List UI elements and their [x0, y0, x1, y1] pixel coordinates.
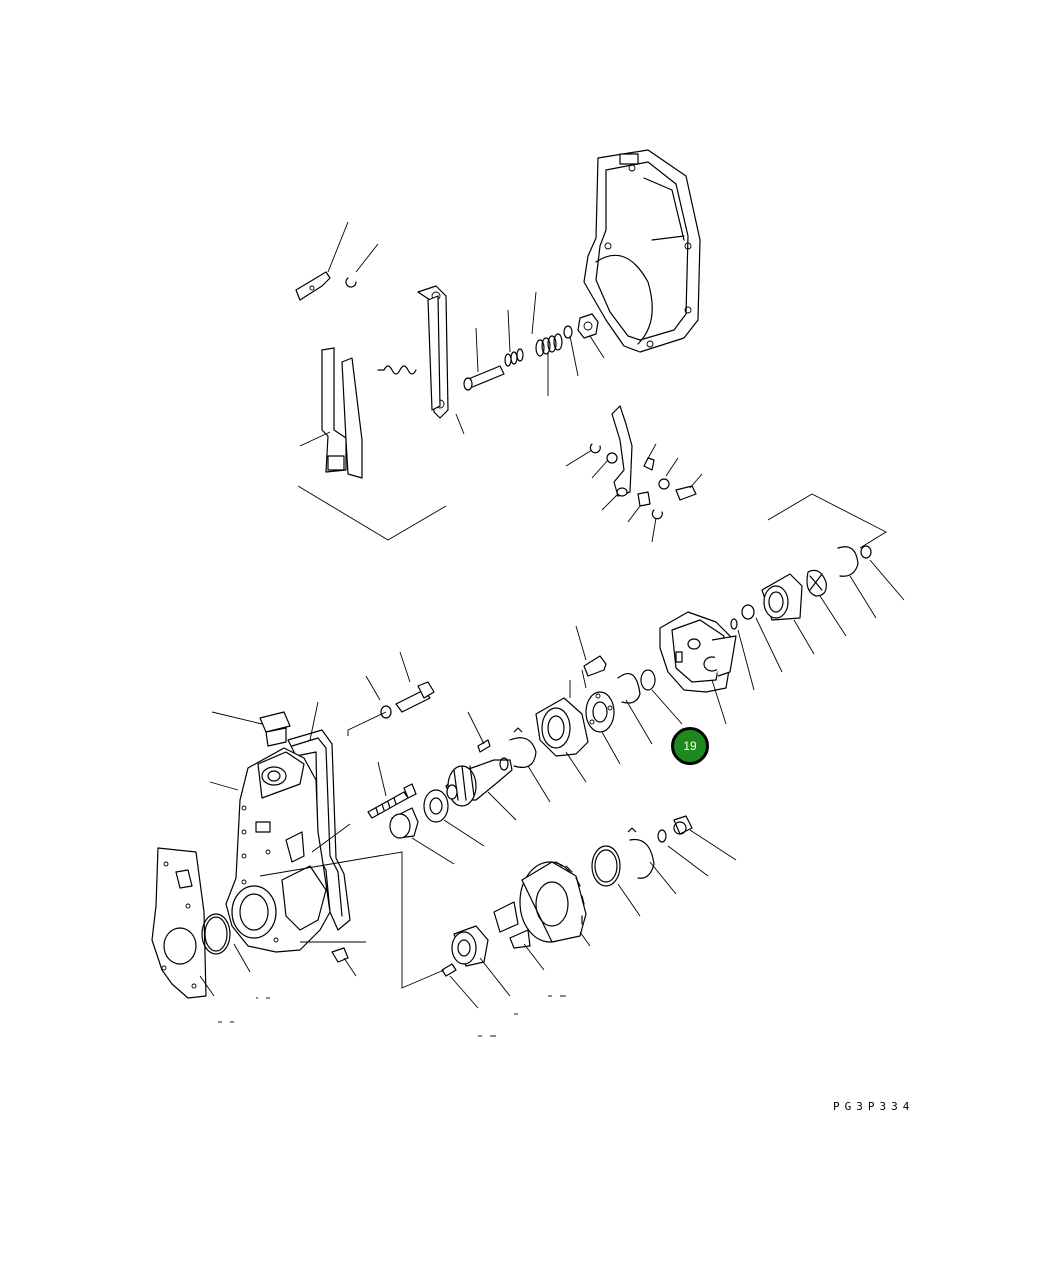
- lower-pump-body: [151, 701, 737, 1009]
- upper-governor-linkage: [295, 149, 703, 543]
- drawing-code-label: PG3P334: [833, 1100, 915, 1113]
- middle-shaft-assembly: [347, 493, 905, 865]
- part-callout-19[interactable]: 19: [671, 727, 709, 765]
- reference-marks: [218, 995, 566, 1037]
